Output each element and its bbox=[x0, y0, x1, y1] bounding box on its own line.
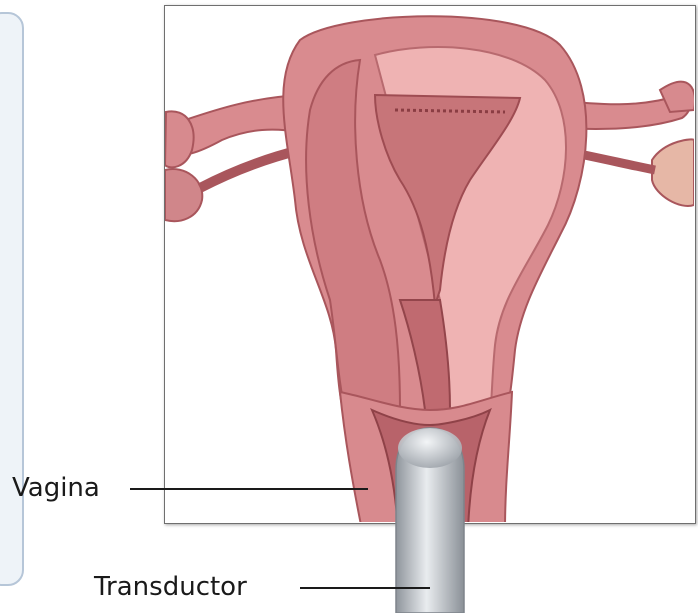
left-fimbria bbox=[165, 111, 194, 167]
vagina-label: Vagina bbox=[12, 475, 100, 501]
right-ovary bbox=[652, 139, 694, 206]
transducer-label: Transductor bbox=[94, 574, 247, 600]
left-ovary bbox=[165, 169, 202, 221]
transducer-tip bbox=[398, 428, 462, 468]
